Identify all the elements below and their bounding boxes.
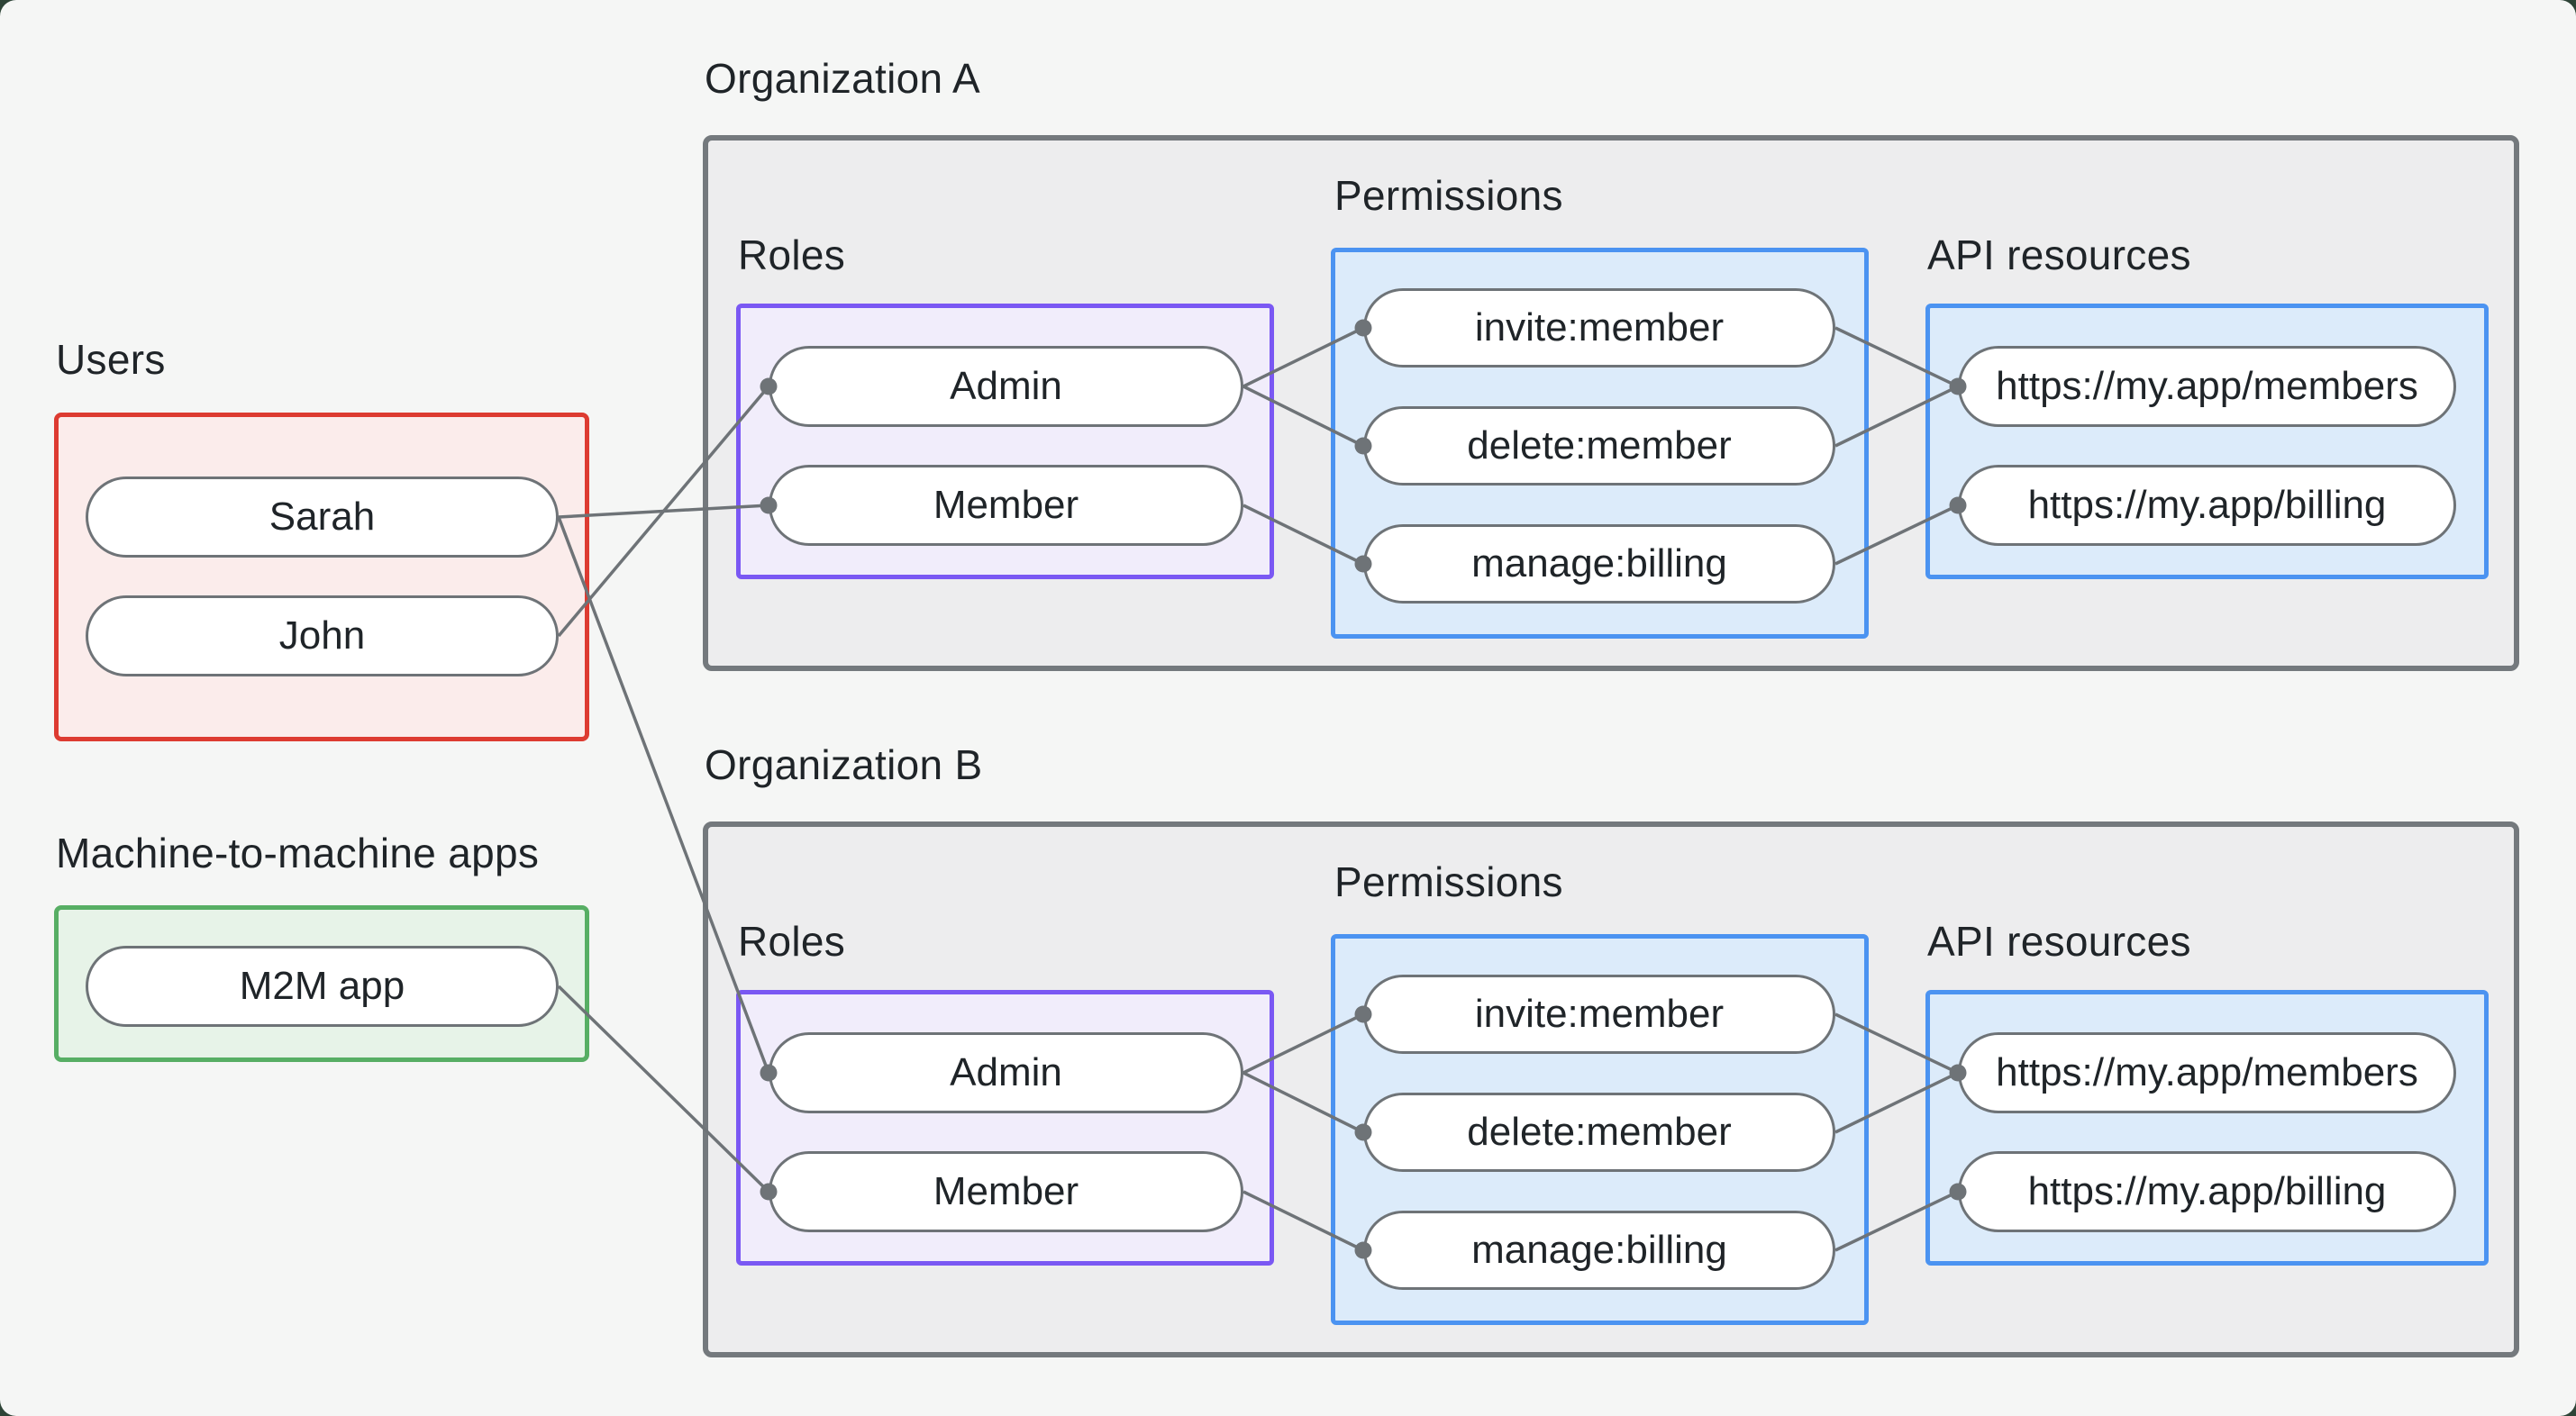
orgA-roles-label: Roles — [738, 231, 846, 278]
m2m-group-label: Machine-to-machine apps — [56, 830, 540, 876]
node-orgA-role-admin: Admin — [769, 346, 1243, 427]
node-orgA-perm-manage: manage:billing — [1363, 524, 1835, 604]
users-group-box — [54, 413, 589, 741]
users-group-label: Users — [56, 336, 166, 383]
orgB-label: Organization B — [705, 741, 983, 788]
node-orgB-perm-invite: invite:member — [1363, 975, 1835, 1054]
orgA-permissions-label: Permissions — [1334, 172, 1563, 219]
node-orgA-perm-invite: invite:member — [1363, 288, 1835, 368]
node-orgA-api-billing: https://my.app/billing — [1958, 465, 2456, 546]
node-orgB-perm-delete: delete:member — [1363, 1093, 1835, 1172]
node-orgA-role-member: Member — [769, 465, 1243, 546]
node-orgA-perm-delete: delete:member — [1363, 406, 1835, 486]
node-orgB-role-admin: Admin — [769, 1032, 1243, 1113]
node-orgB-role-member: Member — [769, 1151, 1243, 1232]
orgB-api-label: API resources — [1927, 918, 2191, 965]
orgA-label: Organization A — [705, 55, 980, 102]
orgB-permissions-label: Permissions — [1334, 858, 1563, 905]
node-user-john: John — [86, 595, 559, 676]
orgA-api-label: API resources — [1927, 231, 2191, 278]
node-orgB-perm-manage: manage:billing — [1363, 1211, 1835, 1290]
orgB-roles-label: Roles — [738, 918, 846, 965]
node-orgB-api-members: https://my.app/members — [1958, 1032, 2456, 1113]
node-orgA-api-members: https://my.app/members — [1958, 346, 2456, 427]
node-user-sarah: Sarah — [86, 477, 559, 558]
node-m2m-app: M2M app — [86, 946, 559, 1027]
node-orgB-api-billing: https://my.app/billing — [1958, 1151, 2456, 1232]
